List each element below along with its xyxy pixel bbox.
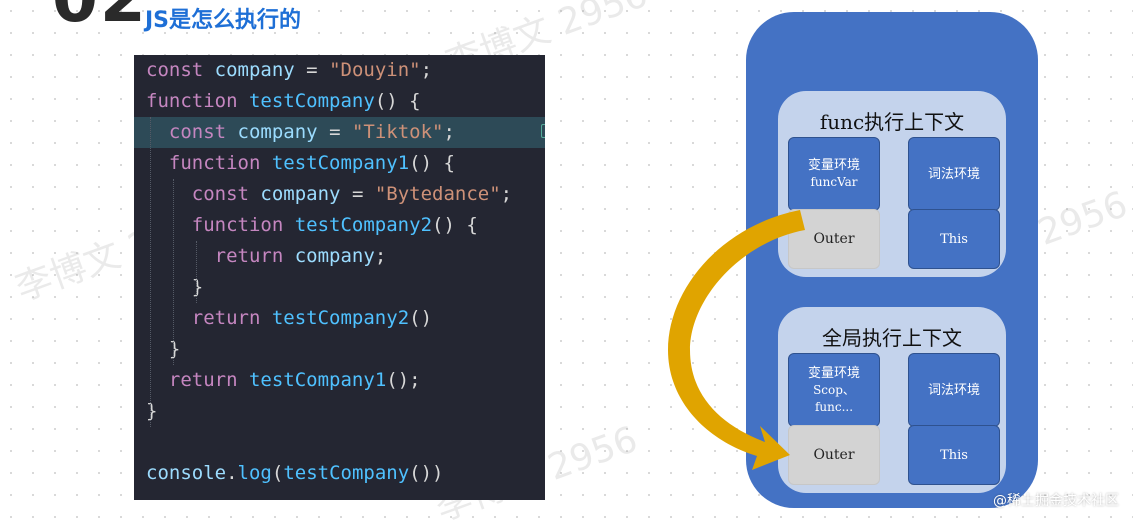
- outer-label: Outer: [813, 446, 855, 463]
- func-context-title: func执行上下文: [819, 110, 965, 134]
- global-context-title: 全局执行上下文: [822, 326, 962, 350]
- variable-env-label: 变量环境: [807, 158, 860, 173]
- func-execution-context: func执行上下文 变量环境 funcVar 词法环境 Outer This: [778, 91, 1006, 277]
- section-title: JS是怎么执行的: [145, 8, 302, 33]
- indent-guide: [150, 117, 151, 427]
- lexical-env-label: 词法环境: [927, 382, 980, 398]
- global-outer: Outer: [788, 425, 880, 485]
- variable-env-value: func...: [814, 399, 854, 414]
- code-line: }: [191, 276, 204, 298]
- footer-credit: @稀土掘金技术社区: [993, 493, 1119, 509]
- variable-env-value: funcVar: [810, 175, 858, 189]
- code-line: [134, 427, 146, 458]
- global-variable-environment: 变量环境 Scop、 func...: [788, 353, 880, 427]
- indent-guide: [172, 179, 174, 365]
- section-number: 02: [52, 0, 148, 37]
- code-line: return testCompany1();: [168, 369, 421, 391]
- code-line: function testCompany1() {: [168, 152, 455, 174]
- variable-env-label: 变量环境: [807, 365, 860, 381]
- variable-env-value: Scop、: [813, 382, 855, 397]
- indent-guide: [195, 241, 197, 303]
- global-this: This: [908, 425, 1000, 485]
- code-line: console.log(testCompany()): [146, 462, 444, 484]
- global-execution-context: 全局执行上下文 变量环境 Scop、 func... 词法环境 Outer Th…: [778, 307, 1006, 493]
- code-line: return testCompany2(): [191, 307, 433, 329]
- code-editor: const company = "Douyin"; function testCo…: [134, 55, 545, 500]
- lexical-env-label: 词法环境: [927, 166, 980, 182]
- code-line: }: [146, 400, 158, 422]
- func-lexical-environment: 词法环境: [908, 137, 1000, 211]
- code-line: function testCompany2() {: [191, 214, 478, 236]
- outer-label: Outer: [813, 230, 855, 247]
- func-variable-environment: 变量环境 funcVar: [788, 137, 880, 211]
- code-line: const company = "Douyin";: [146, 59, 433, 81]
- code-line: function testCompany() {: [146, 90, 421, 112]
- fold-marker-icon: [541, 124, 545, 138]
- func-outer: Outer: [788, 209, 880, 269]
- func-this: This: [908, 209, 1000, 269]
- code-line: const company = "Tiktok";: [134, 117, 545, 148]
- code-line: }: [168, 338, 181, 360]
- this-label: This: [940, 231, 968, 247]
- global-lexical-environment: 词法环境: [908, 353, 1000, 427]
- code-line: const company = "Bytedance";: [191, 183, 513, 205]
- code-line: return company;: [214, 245, 387, 267]
- execution-stack: func执行上下文 变量环境 funcVar 词法环境 Outer This 全…: [746, 12, 1038, 508]
- this-label: This: [940, 447, 968, 463]
